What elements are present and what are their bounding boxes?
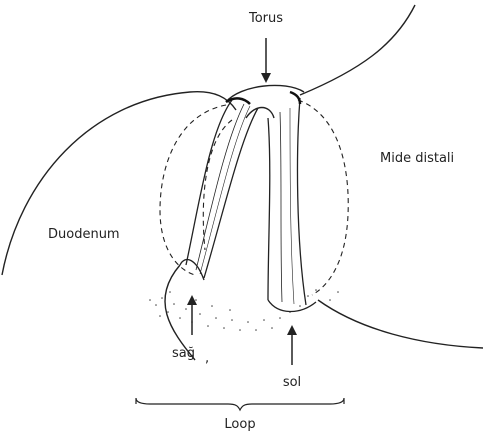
- arrows: [192, 38, 292, 365]
- loop-bracket: [136, 398, 344, 410]
- right-base: [268, 300, 316, 312]
- label-sag-mark: ,: [205, 351, 209, 366]
- label-sol: sol: [283, 375, 301, 390]
- loop-bases: [180, 260, 316, 312]
- stipple-shading: [149, 289, 339, 331]
- label-torus: Torus: [248, 11, 283, 26]
- organ-outline: [2, 5, 483, 360]
- label-loop: Loop: [224, 417, 255, 432]
- stomach-upper-outline: [300, 5, 415, 95]
- label-sag: sağ: [172, 346, 195, 361]
- left-dashed-contour: [160, 105, 226, 275]
- torus-fold: [226, 85, 304, 118]
- stomach-lower-outline: [318, 300, 483, 348]
- label-mide-distali: Mide distali: [380, 151, 454, 166]
- label-duodenum: Duodenum: [48, 227, 120, 242]
- dashed-contours: [160, 100, 348, 295]
- loop-right-limb: [268, 98, 306, 305]
- right-dashed-contour: [298, 100, 348, 295]
- loop-left-limb: [186, 100, 258, 278]
- duodenum-outline: [2, 92, 236, 275]
